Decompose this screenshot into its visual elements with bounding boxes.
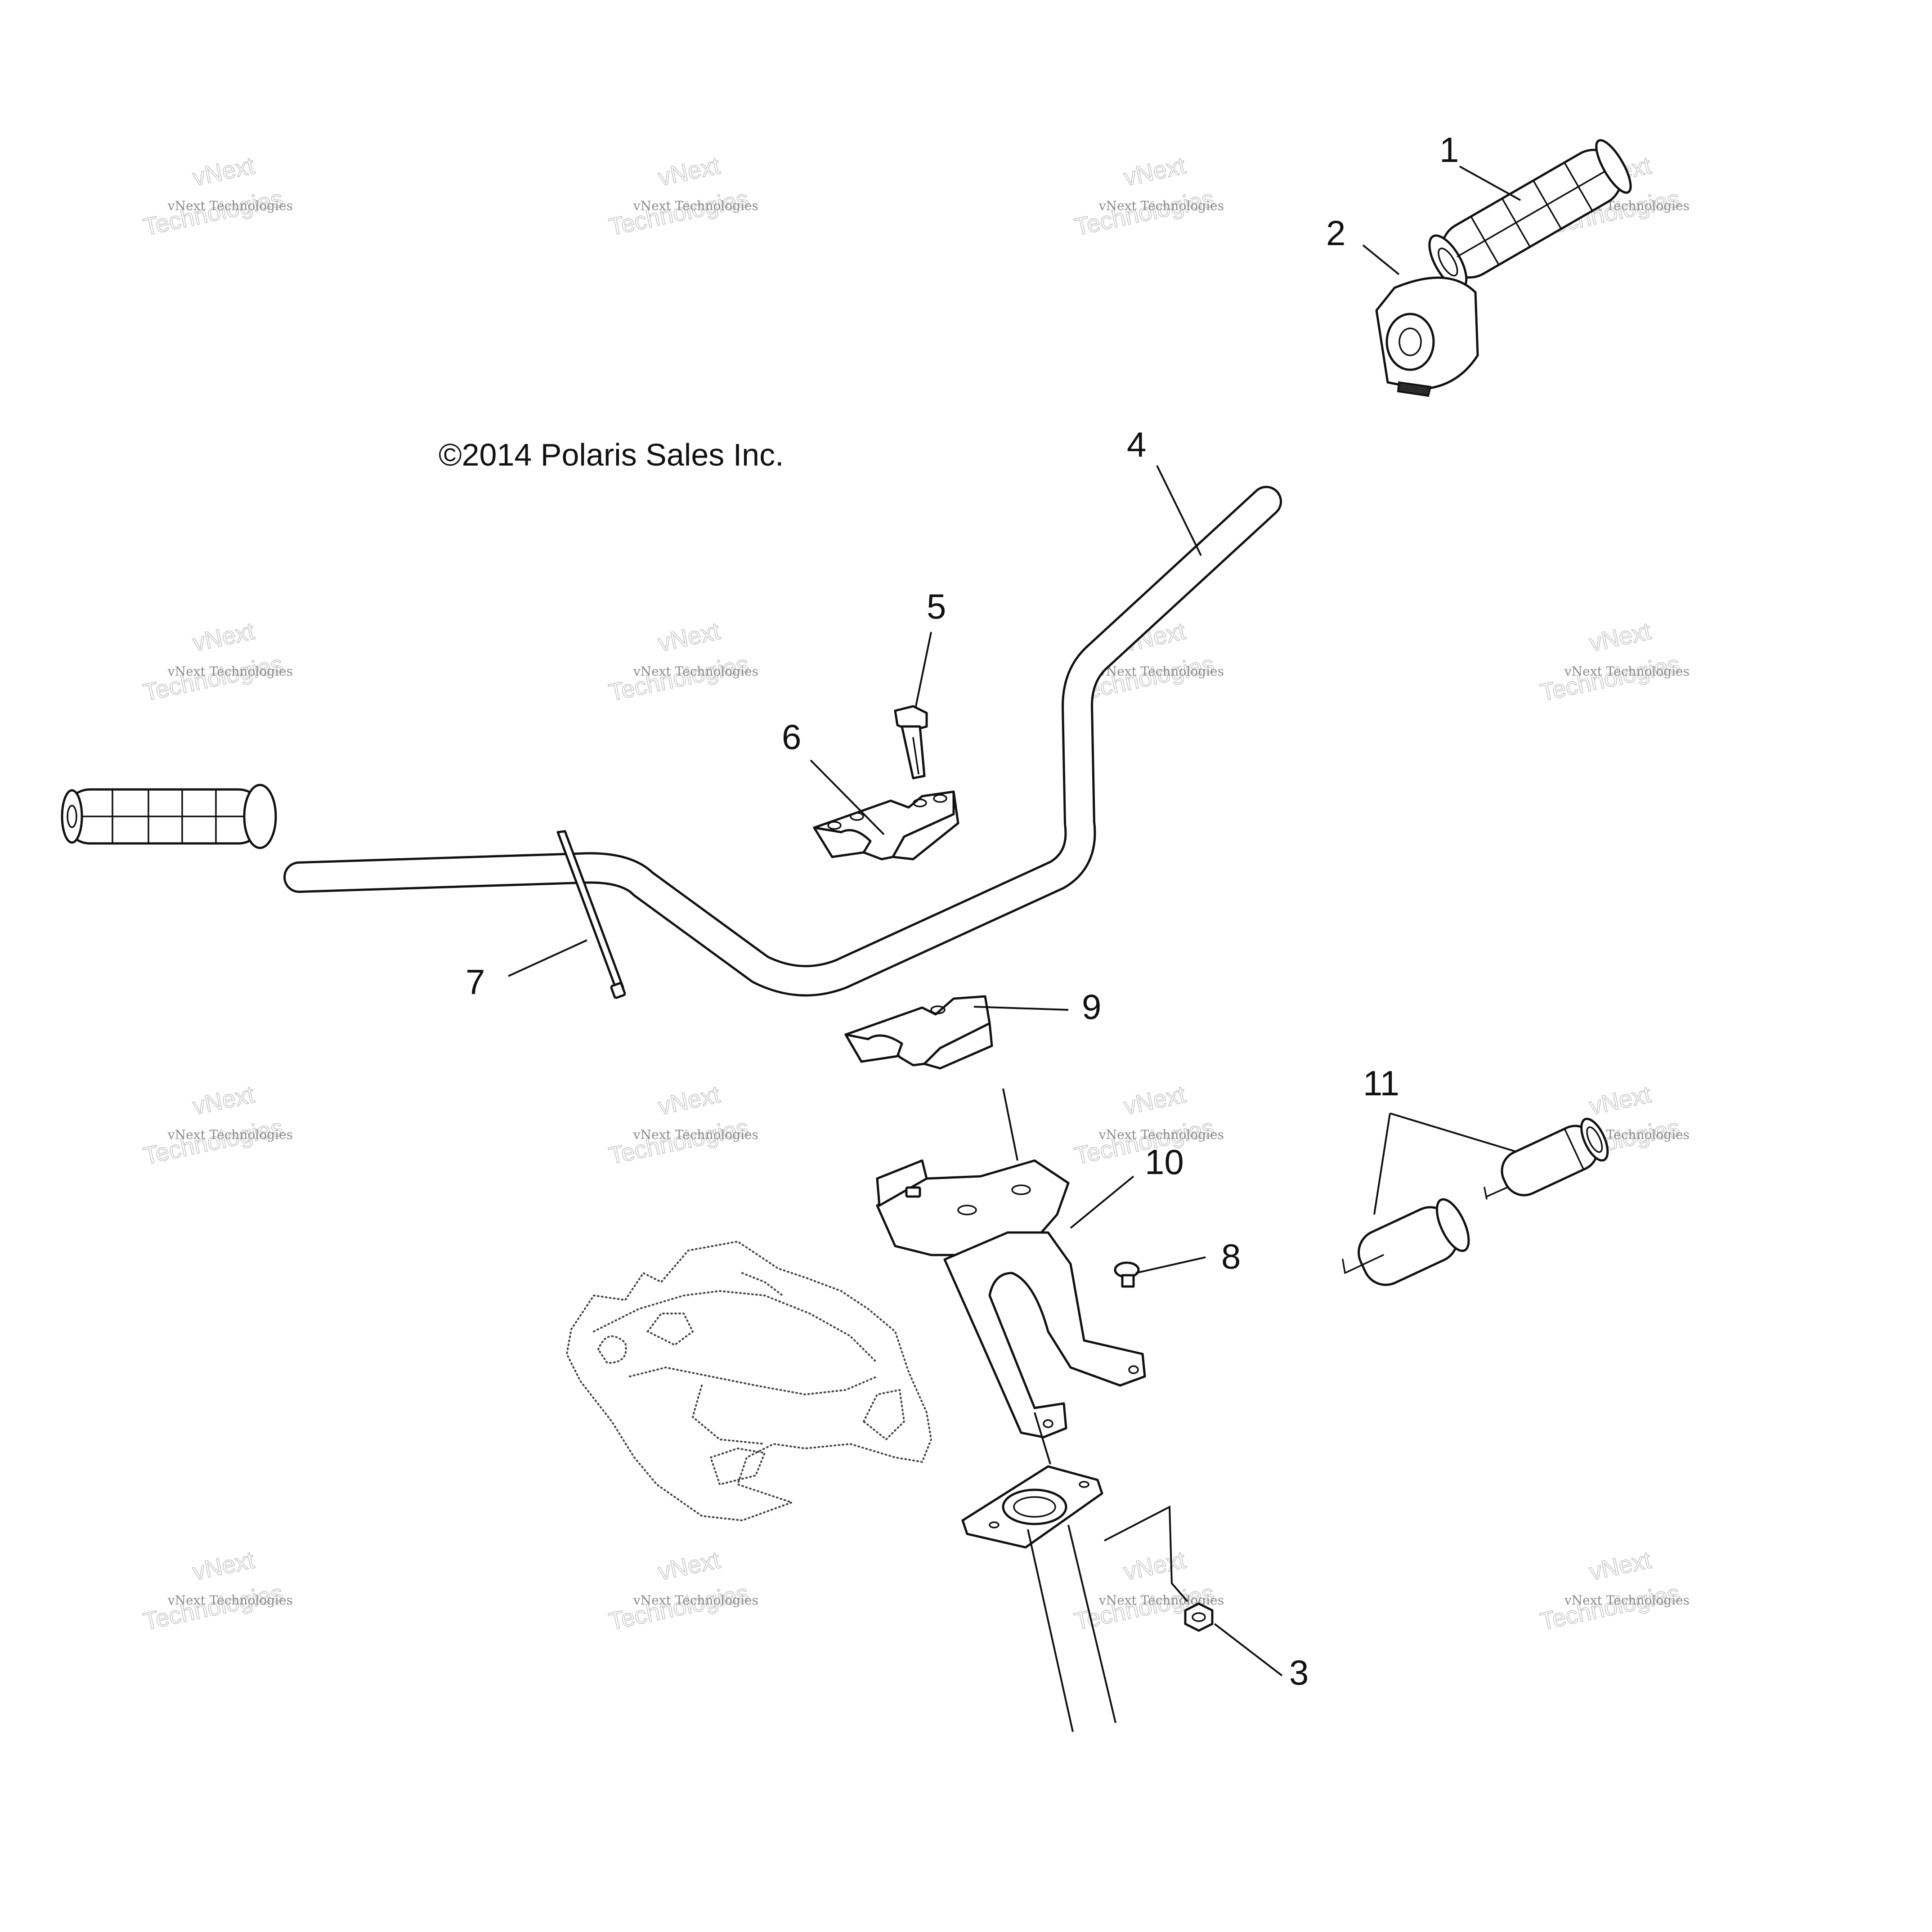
watermark-big-top: vNext (190, 1546, 257, 1586)
watermark-small: vNext Technologies (1098, 198, 1224, 213)
steering-column (961, 1088, 1116, 1732)
watermark-big-top: vNext (656, 618, 722, 657)
watermark-small: vNext Technologies (633, 1593, 758, 1608)
copyright-text: ©2014 Polaris Sales Inc. (439, 437, 784, 472)
leader-lines (508, 166, 1521, 1676)
watermark-small: vNext Technologies (1098, 1593, 1224, 1608)
watermark-big-top: vNext (656, 1546, 722, 1586)
callout-2: 2 (1326, 213, 1345, 253)
watermark-small: vNext Technologies (167, 664, 293, 679)
watermark-big-top: vNext (190, 152, 257, 191)
watermark-small: vNext Technologies (633, 1127, 758, 1142)
watermark-big-top: vNext (1121, 1081, 1188, 1120)
watermark-big-top: vNext (1587, 1081, 1654, 1120)
watermark-big-top: vNext (1587, 618, 1654, 657)
callout-4: 4 (1127, 425, 1146, 464)
callout-9: 9 (1082, 987, 1101, 1027)
watermark-big-top: vNext (1587, 1546, 1654, 1586)
watermark-small: vNext Technologies (167, 198, 293, 213)
part-6-upper-clamp (813, 790, 959, 861)
callout-11: 11 (1363, 1063, 1399, 1103)
callouts: 1 2 3 4 5 6 7 8 9 10 11 (466, 130, 1459, 1692)
part-2-throttle-housing (1375, 276, 1479, 397)
watermark-big-top: vNext (1121, 1546, 1188, 1586)
callout-6: 6 (782, 717, 801, 757)
watermark-small: vNext Technologies (167, 1593, 293, 1608)
watermark-big-top: vNext (190, 618, 257, 657)
watermark-small: vNext Technologies (167, 1127, 293, 1142)
callout-8: 8 (1221, 1237, 1241, 1276)
watermark-small: vNext Technologies (1564, 664, 1690, 679)
callout-5: 5 (927, 587, 946, 626)
callout-1: 1 (1439, 130, 1459, 170)
watermark-small: vNext Technologies (1098, 1127, 1224, 1142)
callout-7: 7 (466, 962, 485, 1002)
part-3-nut (1104, 1505, 1214, 1632)
watermark-big-top: vNext (656, 152, 722, 191)
watermark-small: vNext Technologies (1098, 664, 1224, 679)
watermark-big-top: vNext (1121, 152, 1188, 191)
part-9-lower-clamp (844, 995, 993, 1070)
callout-3: 3 (1289, 1653, 1309, 1692)
watermark-small: vNext Technologies (633, 198, 758, 213)
part-10-bracket (876, 1159, 1146, 1439)
dashboard-cover-reference (565, 1240, 932, 1522)
part-8-screw (1114, 1261, 1140, 1288)
watermark-small: vNext Technologies (1564, 1593, 1690, 1608)
part-7-rod (556, 830, 626, 999)
watermark-small: vNext Technologies (633, 664, 758, 679)
part-4-handlebar (283, 486, 1282, 997)
left-grip (61, 784, 277, 849)
part-11-grip-element (1342, 1117, 1609, 1286)
part-5-bolt (894, 705, 928, 780)
callout-10: 10 (1145, 1142, 1184, 1182)
watermark-big-top: vNext (656, 1081, 722, 1120)
watermark-big-top: vNext (190, 1081, 257, 1120)
